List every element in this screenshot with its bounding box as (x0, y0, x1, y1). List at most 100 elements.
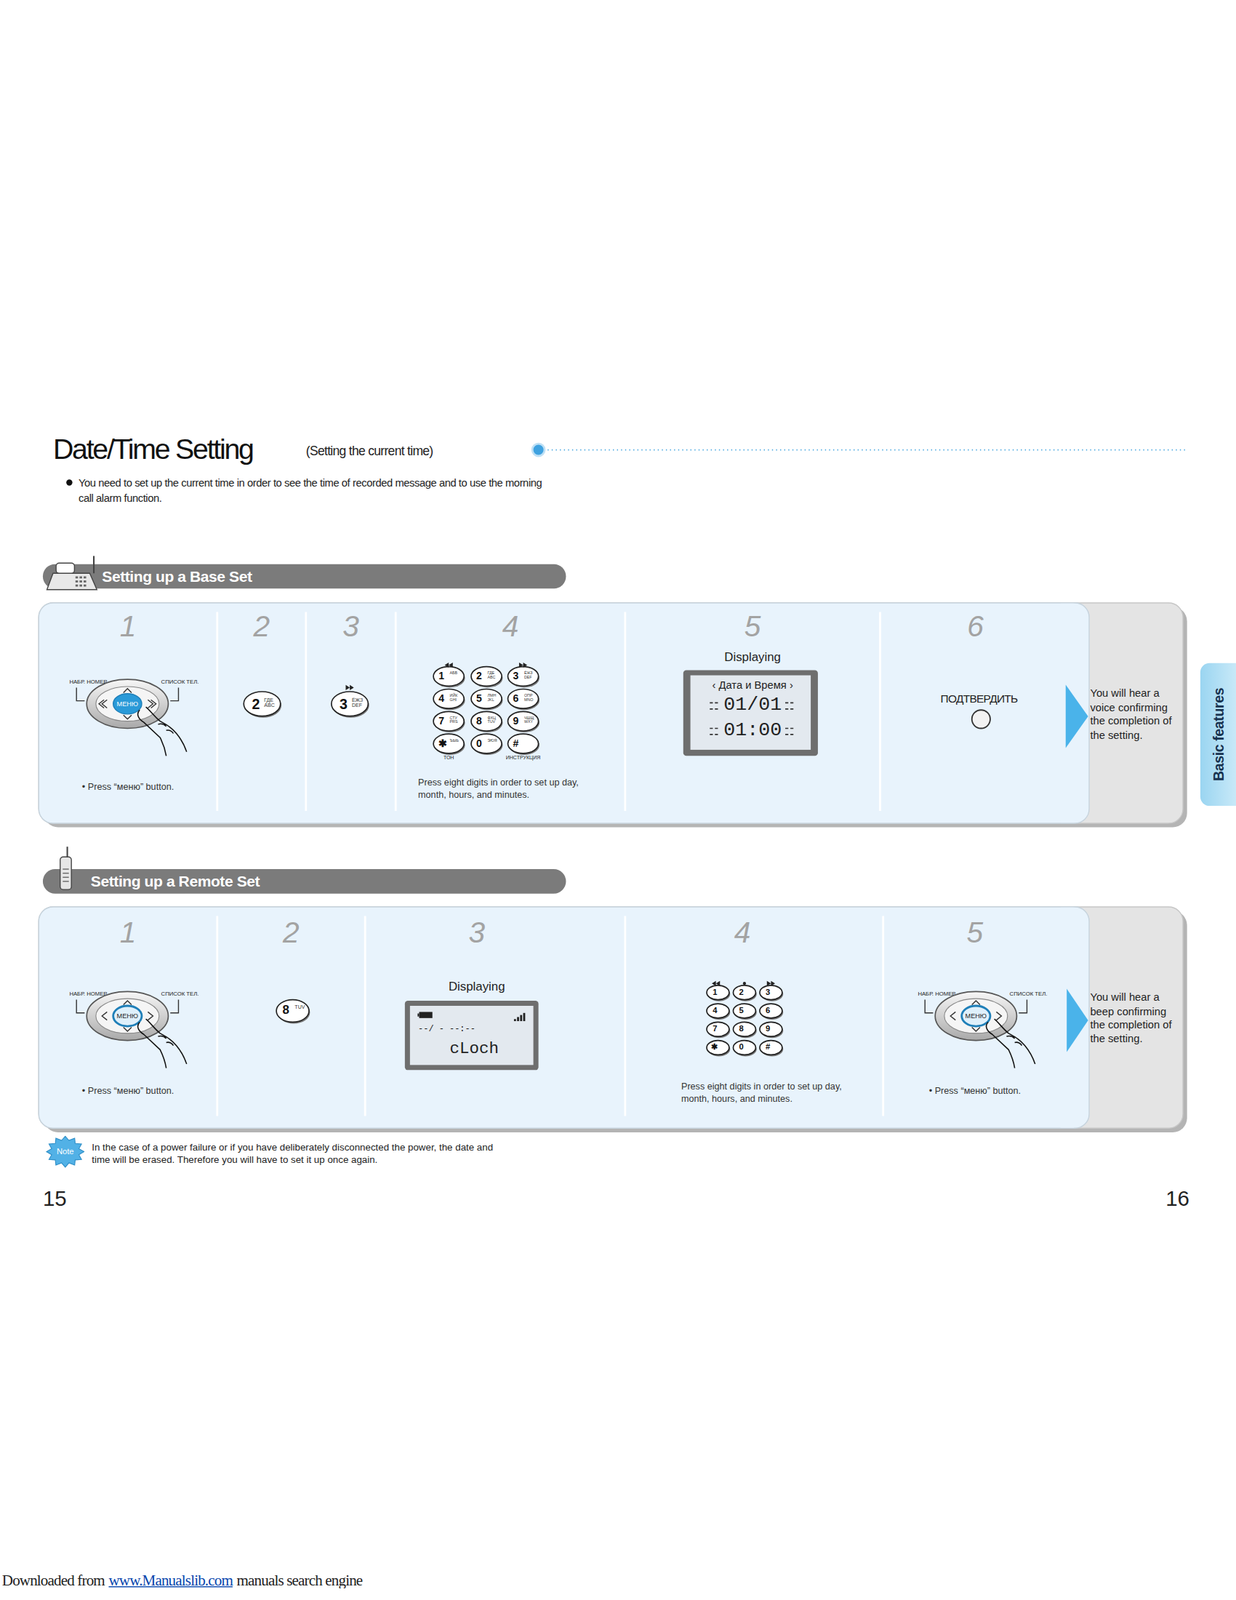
column-divider (879, 612, 882, 812)
key-digit: 3 (513, 669, 520, 682)
footer-text: Downloaded from (2, 1571, 105, 1589)
hand (138, 706, 187, 756)
key (759, 985, 783, 1000)
key-letters: ЁЖЗ DEF (524, 671, 536, 680)
page-title: Date/Time Setting (53, 434, 254, 467)
button-label: МЕНЮ (965, 1011, 987, 1019)
key-letters: TUV (294, 1004, 305, 1010)
button-label: СПИСОК ТЕЛ. (1009, 990, 1048, 997)
result-area (38, 602, 1183, 824)
step-caption: • Press “меню” button. (38, 780, 217, 793)
key-row (62, 880, 69, 882)
lcd-frame (683, 670, 818, 757)
page-number: 16 (1165, 1185, 1190, 1211)
step-panel: 4Press eight digits in order to set up d… (395, 610, 626, 815)
key-dot (83, 584, 87, 587)
column-divider (881, 916, 885, 1117)
key-digit: 2 (251, 695, 260, 712)
key (706, 985, 730, 1000)
display-heading: Displaying (625, 649, 881, 664)
step-panel: 3Displaying (377, 916, 577, 1121)
key-digit: 8 (739, 1023, 744, 1034)
lcd-dash (709, 702, 720, 704)
lcd-frame (404, 1000, 539, 1070)
key-letters: АБВ (450, 671, 461, 676)
button-label: НАБР. НОМЕР (917, 990, 956, 997)
key (732, 1021, 756, 1037)
side-tab: Basic features (1200, 663, 1236, 806)
key-letters: ГДЕ ABC (487, 671, 499, 680)
nav-inner (95, 686, 160, 722)
antenna (66, 846, 69, 857)
nav-ring (86, 990, 168, 1040)
column-divider (394, 612, 397, 812)
base-phone-icon (55, 562, 75, 573)
nav-ring (86, 679, 168, 728)
section-band: Setting up a Remote Set (42, 868, 567, 894)
note-badge: Note (45, 1134, 85, 1168)
key (759, 1040, 783, 1055)
band-title: Setting up a Remote Set (90, 871, 260, 890)
key-row (62, 868, 69, 869)
key-letters: ИЙК GHI (450, 693, 461, 702)
display-heading: Displaying (377, 979, 577, 994)
key-digit: ✱ (438, 736, 447, 749)
step-caption: • Press “меню” button. (883, 1084, 1067, 1097)
button-label: ПОДТВЕРДИТЬ (940, 692, 1018, 706)
step-panel: 6 (884, 610, 1066, 815)
key (433, 666, 464, 687)
key (706, 1021, 730, 1037)
key-digit: 4 (438, 692, 445, 704)
lcd-screen (690, 675, 812, 750)
media-symbol (345, 684, 354, 690)
key-digit: 0 (476, 736, 483, 749)
column-divider (364, 916, 367, 1117)
key-letters: ОПР MNO (524, 693, 536, 702)
result-text: You will hear a beep confirming the comp… (1089, 990, 1180, 1047)
lcd-dash (785, 702, 796, 704)
key (508, 711, 539, 731)
arrow-up (123, 1000, 132, 1005)
step-number: 3 (306, 612, 396, 642)
button-label: СПИСОК ТЕЛ. (161, 990, 200, 997)
arrow-right (147, 699, 156, 708)
column-divider (215, 916, 219, 1117)
lcd-screen (410, 1005, 534, 1065)
arrow-connector (1065, 684, 1089, 749)
bracket (76, 999, 85, 1013)
step-number: 4 (625, 917, 861, 948)
bullet-dot (66, 479, 72, 485)
signal-bar (514, 1018, 517, 1021)
key-digit: ✱ (711, 1041, 719, 1052)
key-digit: 1 (438, 669, 445, 682)
key (433, 688, 464, 709)
step-caption: • Press “меню” button. (38, 1084, 217, 1097)
button-label: МЕНЮ (117, 1011, 139, 1019)
hand (986, 1018, 1036, 1068)
key-digit: 7 (712, 1023, 717, 1034)
bracket (170, 999, 179, 1013)
step-panel: 4Press eight digits in order to set up d… (625, 916, 861, 1121)
lcd-dash (785, 733, 796, 736)
key (706, 1040, 730, 1055)
media-symbol (711, 980, 720, 986)
column-divider (623, 916, 626, 1117)
note-text: In the case of a power failure or if you… (91, 1141, 500, 1167)
key-letters: СТУ PRS (450, 716, 461, 725)
signal-bar (519, 1014, 523, 1021)
arrow-down (123, 1026, 132, 1031)
key-letters: ФХЦ TUV (487, 716, 499, 725)
key-digit: 7 (438, 714, 445, 727)
key-digit: 0 (739, 1041, 744, 1052)
lcd-dash (709, 708, 720, 710)
footer: Downloaded fromwww.Manualslib.commanuals… (2, 1571, 363, 1589)
key-caption: ИНСТРУКЦИЯ (506, 754, 541, 761)
menu-key (961, 1005, 991, 1026)
arrow-left (101, 1011, 107, 1020)
battery-tip (417, 1013, 419, 1017)
arrow-left (950, 1011, 956, 1020)
subtitle: (Setting the current time) (306, 443, 434, 459)
note-label: Note (56, 1146, 75, 1157)
